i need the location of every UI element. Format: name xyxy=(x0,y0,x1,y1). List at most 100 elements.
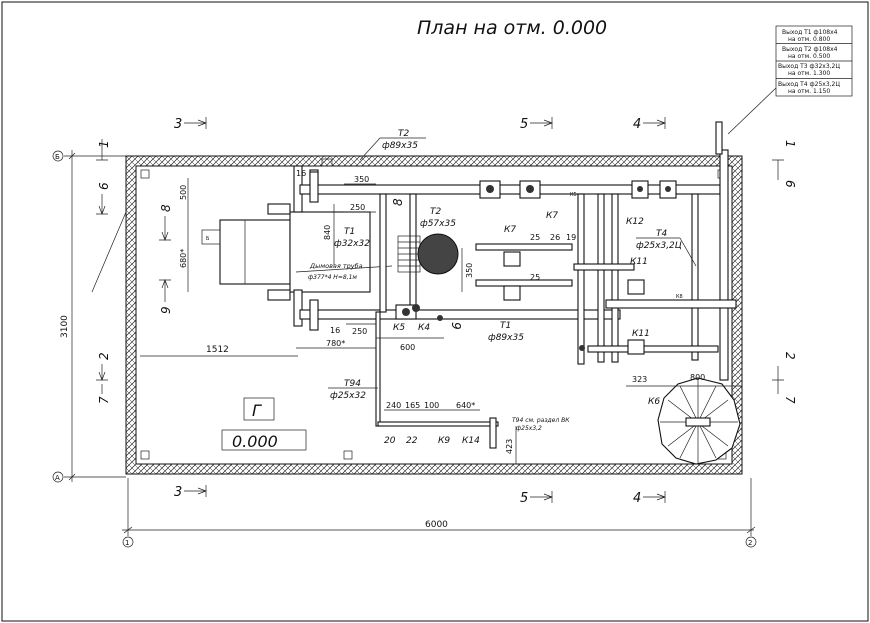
valve-k7-b: К7 xyxy=(546,211,558,221)
dim-250-a: 250 xyxy=(350,203,365,212)
overall-dimensions: 6000 3100 xyxy=(60,150,756,534)
legend-row-2-a: Выход Т2 ф108х4 xyxy=(782,46,838,53)
expansion-vessel xyxy=(397,233,459,275)
legend-row-3-b: на отм. 1.300 xyxy=(788,70,830,77)
dim-423: 423 xyxy=(505,439,514,454)
valve-k5: К5 xyxy=(393,323,405,333)
building-walls xyxy=(125,155,743,475)
page-title: План на отм. 0.000 xyxy=(417,17,607,39)
room-elevation: 0.000 xyxy=(232,432,278,451)
dim-500: 500 xyxy=(179,185,188,200)
valve-k6: К6 xyxy=(648,397,660,407)
pipe-t2-mid-label: Т2 xyxy=(430,207,441,217)
section-5-bottom: 5 xyxy=(520,491,528,506)
outlet-legend: Выход Т1 ф108х4 на отм. 0.800 Выход Т2 ф… xyxy=(727,25,853,135)
chimney-label-1: Дымовая труба xyxy=(309,262,363,270)
pipe-t94-size: ф25х32 xyxy=(330,391,366,401)
dim-600: 600 xyxy=(400,343,415,352)
dim-25-a: 25 xyxy=(530,233,540,242)
dim-16-b: 16 xyxy=(330,326,340,335)
pipe-t4-label: Т4 xyxy=(656,229,667,239)
axis-label-b: Б xyxy=(55,153,60,161)
section-5-top: 5 xyxy=(520,117,528,132)
section-4-top: 4 xyxy=(633,117,641,132)
section-7-right: 7 xyxy=(783,396,797,404)
axis-label-2: 2 xyxy=(748,539,752,547)
dim-250-b: 250 xyxy=(352,327,367,336)
boiler-nameplate: Б xyxy=(206,236,210,242)
axis-label-a: А xyxy=(55,474,60,482)
section-1-right: 1 xyxy=(783,140,797,148)
dim-800: 800 xyxy=(690,373,705,382)
pipe-t2-top-size: ф89х35 xyxy=(382,141,418,151)
section-6-right: 6 xyxy=(783,180,797,188)
axis-label-1: 1 xyxy=(125,539,129,547)
section-2-right: 2 xyxy=(783,352,797,360)
pipe-t2-mid-size: ф57х35 xyxy=(420,219,456,229)
pipe-t4-size: ф25х3,2Ц xyxy=(636,241,682,251)
dim-20: 20 xyxy=(384,436,396,446)
section-3-bottom: 3 xyxy=(174,485,182,500)
pipe-t1-bottom-label: Т1 xyxy=(500,321,511,331)
chimney-label-2: ф377*4 Н=8,1м xyxy=(308,274,357,281)
valve-k9: К9 xyxy=(438,436,450,446)
pipe-k8-marker: К8 xyxy=(676,294,683,300)
pipe-t2-top-label: Т2 xyxy=(398,129,409,139)
section-8-left: 8 xyxy=(159,204,173,212)
section-markers: 3 5 4 3 5 4 1 6 8 9 2 7 1 6 2 7 8 9 xyxy=(96,117,797,506)
legend-row-1-a: Выход Т1 ф108х4 xyxy=(782,29,838,36)
axis-marker-2 xyxy=(745,536,757,548)
axis-marker-1 xyxy=(122,536,134,548)
legend-row-3-a: Выход Т3 ф32х3,2Ц xyxy=(778,63,840,70)
section-9-mid: 9 xyxy=(449,322,463,330)
dim-780: 780* xyxy=(326,339,345,348)
valve-k12: К12 xyxy=(626,217,644,227)
section-7-left: 7 xyxy=(97,396,111,404)
dim-16-a: 16 xyxy=(296,169,306,178)
dim-350-b: 350 xyxy=(465,263,474,278)
storage-tank xyxy=(657,377,741,465)
valve-k11-a: К11 xyxy=(630,257,648,267)
valve-k14: К14 xyxy=(462,436,480,446)
section-8-mid: 8 xyxy=(391,198,405,206)
dim-26: 26 xyxy=(550,233,560,242)
valve-labels: К7 К7 К12 К11 К11 К5 К4 К9 К14 К6 xyxy=(393,211,660,446)
dim-240: 240 xyxy=(386,401,401,410)
dim-25-b: 25 xyxy=(530,273,540,282)
dim-1512: 1512 xyxy=(206,345,229,355)
dim-total-height: 3100 xyxy=(60,315,70,338)
dim-840: 840 xyxy=(323,225,332,240)
room-letter: Г xyxy=(252,401,262,420)
pipe-labels: Т2 ф89х35 Т1 ф32х32 Т2 ф57х35 Т4 ф25х3,2… xyxy=(328,129,697,432)
pipe-t1-bottom-size: ф89х35 xyxy=(488,333,524,343)
pipe-t1-size: ф32х32 xyxy=(334,239,370,249)
t94-note-1: Т94 см. раздел ВК xyxy=(512,417,570,424)
dim-323: 323 xyxy=(632,375,647,384)
room-tag: Г 0.000 xyxy=(221,397,307,451)
axis-marker-b xyxy=(52,150,64,162)
section-1-left: 1 xyxy=(97,140,111,148)
legend-row-2-b: на отм. 0.500 xyxy=(788,53,830,60)
dim-680: 680* xyxy=(179,249,188,268)
t94-note-2: ф25х3,2 xyxy=(516,425,542,432)
local-dimensions: 1512 500 680* 350 250 840 16 16 250 780*… xyxy=(140,169,742,464)
legend-row-4-b: на отм. 1.150 xyxy=(788,88,830,95)
dim-100: 100 xyxy=(424,401,439,410)
section-3-top: 3 xyxy=(174,117,182,132)
valve-k4: К4 xyxy=(418,323,430,333)
valve-k7-a: К7 xyxy=(504,225,516,235)
main-pipes xyxy=(299,121,737,449)
dim-22: 22 xyxy=(406,436,418,446)
legend-row-1-b: на отм. 0.800 xyxy=(788,36,830,43)
boiler-unit: Б Дымовая труба ф377*4 Н=8,1м xyxy=(201,211,393,293)
dim-350-a: 350 xyxy=(354,175,369,184)
section-9-left: 9 xyxy=(159,306,173,314)
dim-640: 640* xyxy=(456,401,475,410)
pipe-k5-marker: К5 xyxy=(570,192,577,198)
section-2-left: 2 xyxy=(97,352,111,360)
valve-k11-b: К11 xyxy=(632,329,650,339)
valve-symbols xyxy=(309,171,677,355)
grid-axes: Б А 1 2 xyxy=(52,150,757,548)
